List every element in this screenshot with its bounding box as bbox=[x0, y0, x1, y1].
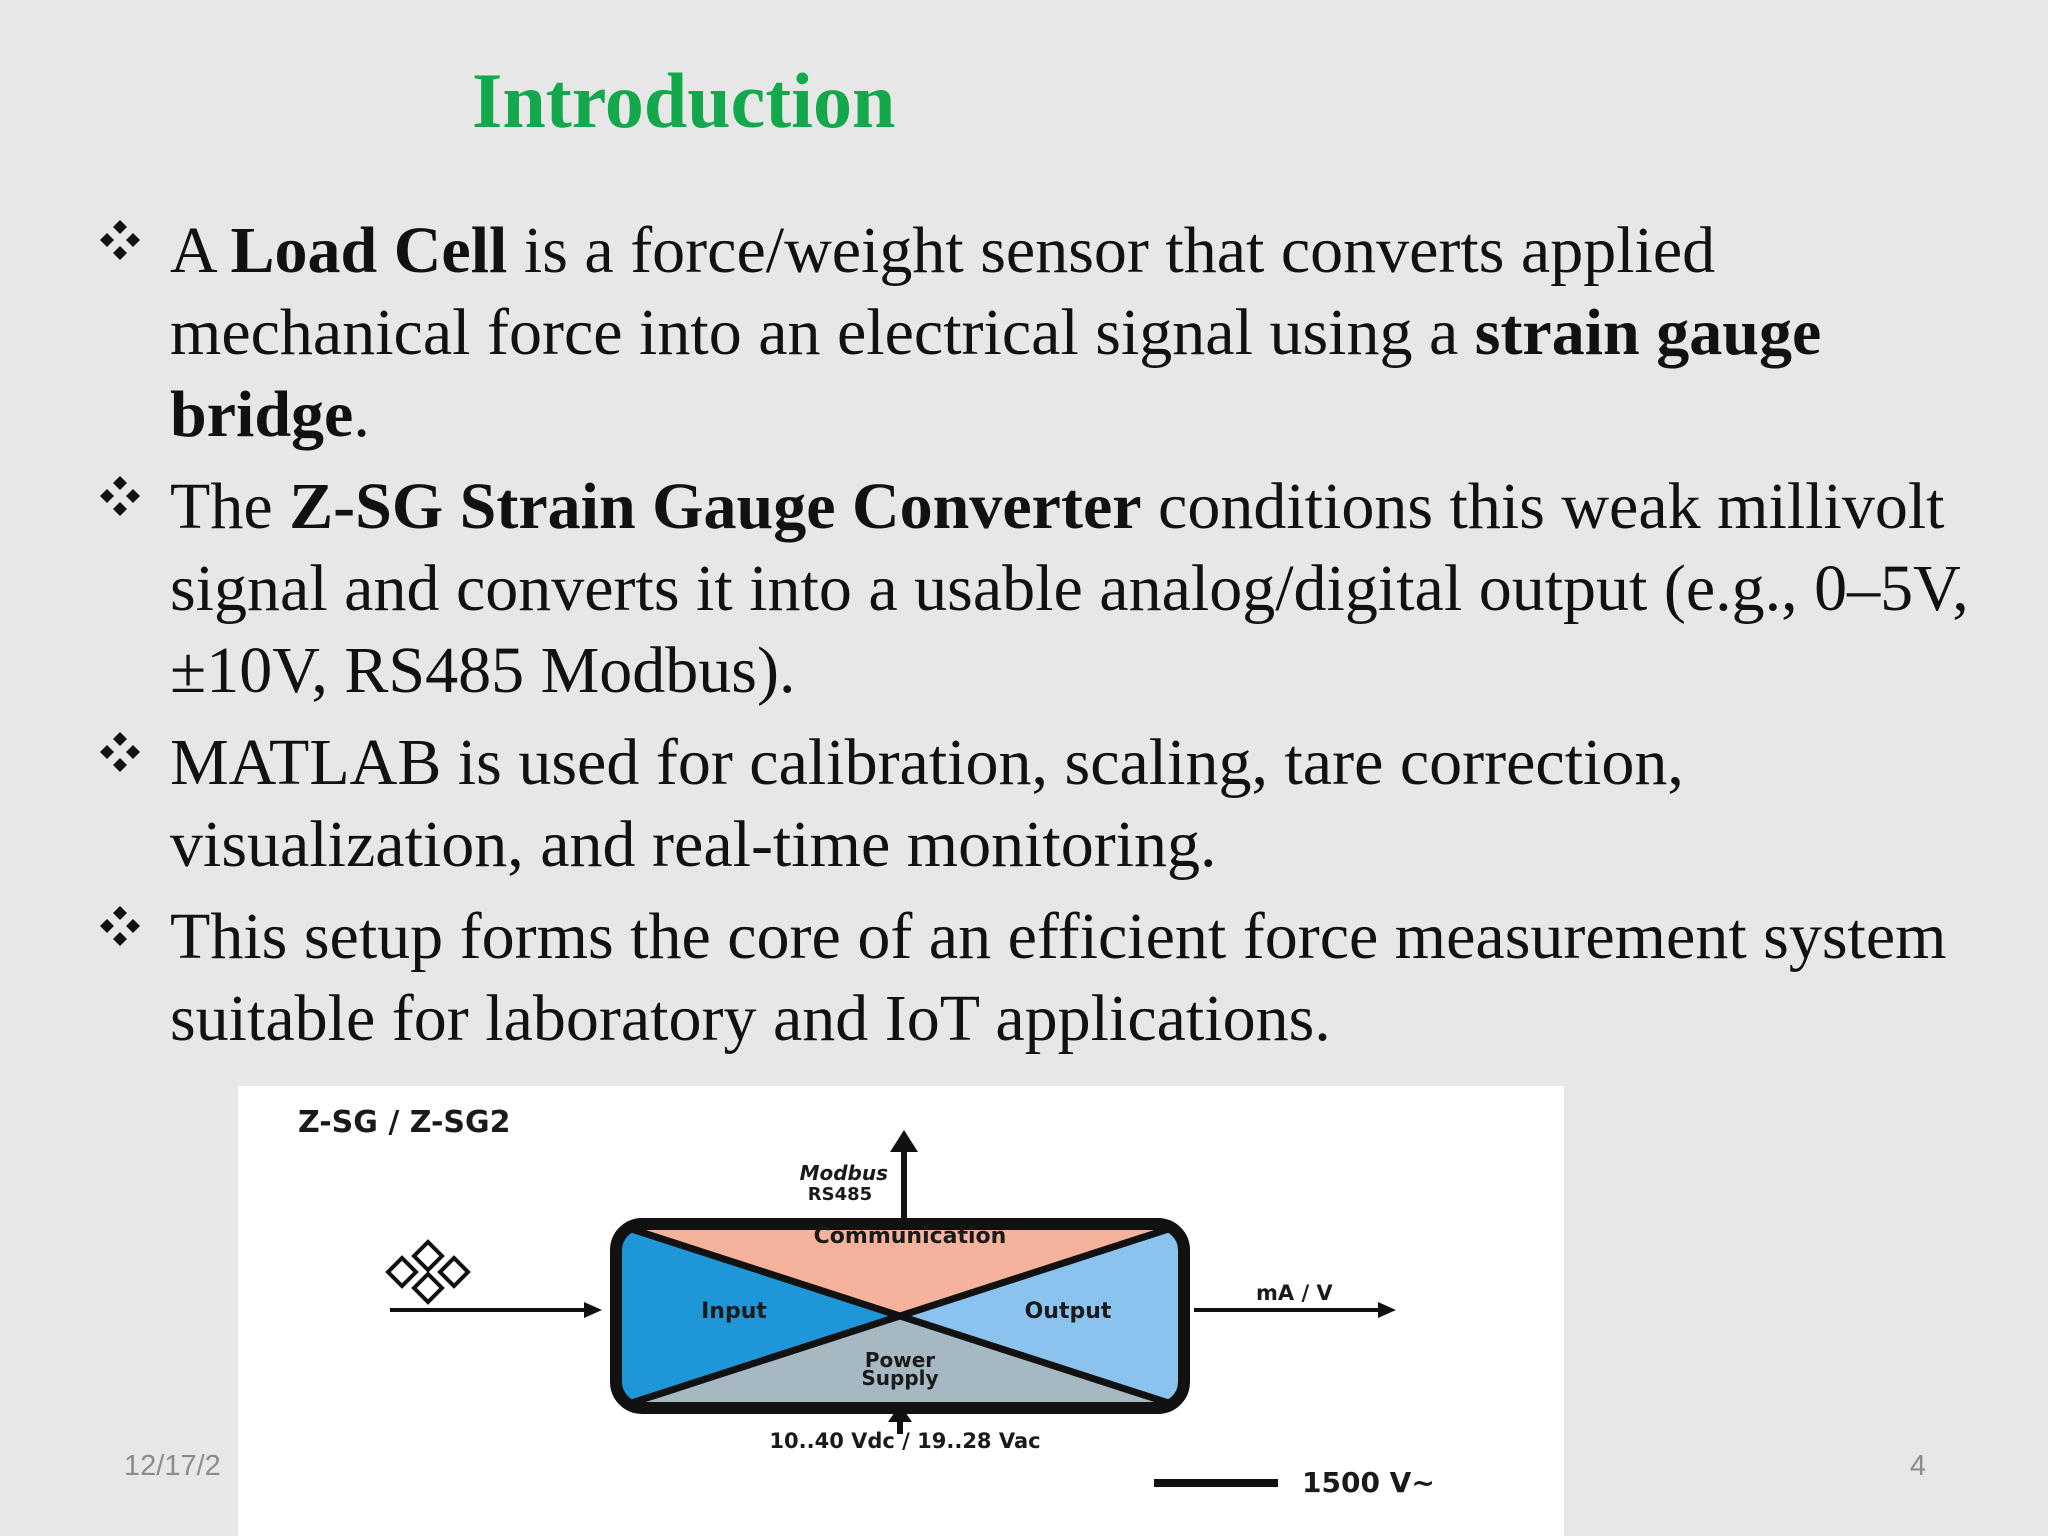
isolation-label: 1500 V~ bbox=[1302, 1466, 1435, 1499]
bullet-text-bold: strain gauge bridge bbox=[170, 296, 1822, 451]
bullet-text-segment: MATLAB is used for calibration, scaling,… bbox=[170, 726, 1684, 881]
bullet-item: The Z-SG Strain Gauge Converter conditio… bbox=[98, 466, 1998, 712]
four-diamond-bullet-icon bbox=[100, 220, 140, 260]
bullet-text-segment: A bbox=[170, 214, 231, 287]
bullet-text: A Load Cell is a force/weight sensor tha… bbox=[170, 214, 1821, 451]
bullet-text-bold: Load Cell bbox=[230, 214, 508, 287]
page-number: 4 bbox=[1909, 1450, 1926, 1482]
bullet-text-bold: Z-SG Strain Gauge Converter bbox=[289, 470, 1142, 543]
four-diamond-bullet-icon bbox=[100, 906, 140, 946]
bullet-text-segment: is a force/weight sensor that converts a… bbox=[170, 214, 1716, 369]
bullet-item: This setup forms the core of an efficien… bbox=[98, 896, 1998, 1060]
bullet-text-segment: This setup forms the core of an efficien… bbox=[170, 900, 1947, 1055]
bullet-text-segment: . bbox=[353, 378, 370, 451]
bullet-text: The Z-SG Strain Gauge Converter conditio… bbox=[170, 470, 1969, 707]
communication-label: Communication bbox=[814, 1224, 1007, 1249]
four-diamond-bullet-icon bbox=[100, 476, 140, 516]
power-supply-section bbox=[616, 1316, 1184, 1408]
supply-label: 10..40 Vdc / 19..28 Vac bbox=[769, 1429, 1040, 1453]
bullet-item: A Load Cell is a force/weight sensor tha… bbox=[98, 210, 1998, 456]
diagram-svg: Z-SG / Z-SG2 Modbus RS485 Communication … bbox=[298, 1105, 1435, 1499]
output-section bbox=[900, 1224, 1184, 1408]
four-diamond-bullet-icon bbox=[100, 732, 140, 772]
bullet-text-segment: conditions this weak millivolt signal an… bbox=[170, 470, 1969, 707]
power-label-line2: Supply bbox=[861, 1366, 938, 1390]
bullet-text: This setup forms the core of an efficien… bbox=[170, 900, 1947, 1055]
right-arrow-icon bbox=[1378, 1302, 1396, 1318]
up-arrow-icon bbox=[890, 1130, 918, 1152]
model-label: Z-SG / Z-SG2 bbox=[298, 1105, 511, 1140]
right-arrow-icon bbox=[584, 1302, 602, 1318]
input-section bbox=[616, 1224, 900, 1408]
communication-section bbox=[616, 1224, 1184, 1316]
converter-box bbox=[616, 1224, 1184, 1408]
bullet-item: MATLAB is used for calibration, scaling,… bbox=[98, 722, 1998, 886]
slide-title: Introduction bbox=[472, 57, 896, 144]
power-label-line1: Power bbox=[865, 1348, 935, 1372]
output-signal-label: mA / V bbox=[1256, 1281, 1333, 1305]
load-cell-icon bbox=[385, 1239, 471, 1305]
converter-block-diagram: Z-SG / Z-SG2 Modbus RS485 Communication … bbox=[238, 1086, 1564, 1536]
output-label: Output bbox=[1025, 1299, 1112, 1324]
bullet-text-segment: The bbox=[170, 470, 290, 543]
bullet-list: A Load Cell is a force/weight sensor tha… bbox=[98, 210, 1998, 1070]
up-arrow-icon bbox=[888, 1404, 912, 1422]
rs485-label: RS485 bbox=[808, 1184, 872, 1205]
footer-date: 12/17/2 bbox=[124, 1450, 221, 1482]
bullet-text: MATLAB is used for calibration, scaling,… bbox=[170, 726, 1684, 881]
input-label: Input bbox=[701, 1299, 767, 1324]
modbus-label: Modbus bbox=[800, 1161, 889, 1185]
